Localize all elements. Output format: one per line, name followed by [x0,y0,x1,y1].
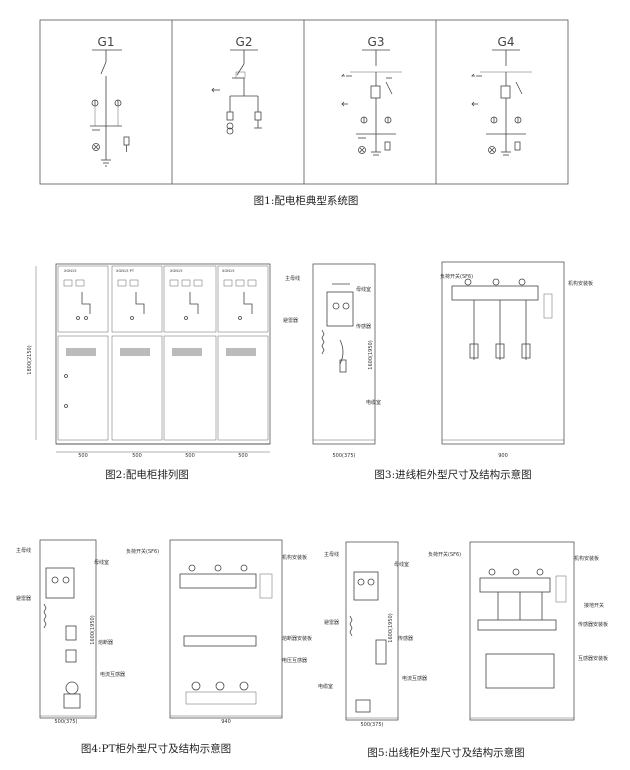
fig4-label-arrester: 避雷器 [16,595,31,602]
figure2-width-dim-2: 500 [132,453,142,459]
fig5-label-load-switch: 负荷开关(SF6) [428,551,461,558]
figure1-caption: 图1:配电柜典型系统图 [254,194,359,207]
figure3-caption: 图3:进线柜外型尺寸及结构示意图 [374,468,531,481]
front-view [441,261,565,445]
side-view [345,541,399,721]
panel-title-1: XGN15 [64,269,77,273]
front-view [469,541,575,721]
g3-schematic [341,49,402,156]
panel-details [63,279,257,408]
figure2-height-dim: 1800(2150) [27,345,33,374]
fig4-front-width-dim: 940 [221,719,231,725]
fig5-height-dim: 1600(1950) [388,613,394,642]
fig4-label-voltage-transformer: 电压互感器 [282,657,307,664]
fig3-side-width-dim: 500(375) [333,453,356,459]
fig4-label-mechanism-plate: 机构安装板 [282,554,307,561]
side-view [39,539,97,719]
panel-label-g4: G4 [498,35,515,49]
fig3-label-bus-room: 母线室 [356,286,371,293]
panel-title-3: XGN15 [170,269,183,273]
fig5-label-cable-room: 电缆室 [318,683,333,690]
fig4-label-load-switch: 负荷开关(SF6) [126,548,159,555]
panel-title-4: XGN15 [222,269,235,273]
figure4-pt-cabinet: 主母线 母线室 避雷器 熔断器 电流互感器 1600(1950) 500(375… [16,539,312,725]
fig3-label-mechanism-plate: 机构安装板 [568,280,593,287]
fig5-label-transformer-plate: 互感器安装板 [578,655,608,662]
fig3-height-dim: 1600(1950) [368,340,374,369]
panel-title-2: XGN15 PT [116,269,135,273]
fig4-label-fuse-plate: 熔断器安装板 [282,635,312,642]
figure4-caption: 图4:PT柜外型尺寸及结构示意图 [81,742,231,755]
g1-schematic [90,49,130,167]
side-view [312,263,376,445]
fig5-label-sensor: 传感器 [398,635,413,642]
fig3-front-width-dim: 900 [498,453,508,459]
panel-label-g3: G3 [368,35,385,49]
figure3-incoming-cabinet: 主母线 母线室 避雷器 传感器 电缆室 1600(1950) 500(375) … [283,261,593,459]
figure2-panel-arrangement: 1800(2150) XGN15 XGN15 PT XGN15 XGN15 [27,263,271,459]
panel-label-g1: G1 [98,35,115,49]
fig4-side-width-dim: 500(375) [55,719,78,725]
switchgear-lineup [55,263,271,445]
fig3-label-cable-room: 电缆室 [366,399,381,406]
fig4-label-fuse: 熔断器 [98,639,113,646]
fig5-label-mechanism-plate: 机构安装板 [574,555,599,562]
fig4-label-main-bus: 主母线 [16,547,31,554]
g2-schematic [211,49,262,135]
fig4-label-bus-room: 母线室 [94,559,109,566]
figure5-caption: 图5:出线柜外型尺寸及结构示意图 [367,746,524,759]
fig5-side-width-dim: 500(375) [361,722,384,728]
fig3-label-main-bus: 主母线 [285,275,300,282]
fig5-label-main-bus: 主母线 [324,551,339,558]
fig4-height-dim: 1600(1950) [90,615,96,644]
fig5-label-sensor-plate: 传感器安装板 [578,621,608,628]
figure5-outgoing-cabinet: 主母线 母线室 避雷器 传感器 电缆室 电流互感器 1600(1950) 500… [318,541,608,728]
g4-schematic [471,49,532,156]
fig5-label-earthing-switch: 接地开关 [584,602,604,609]
front-view [169,539,283,719]
fig3-label-arrester: 避雷器 [283,317,298,324]
panel-label-g2: G2 [236,35,253,49]
figure2-width-dim-4: 500 [238,453,248,459]
fig3-label-sensor: 传感器 [356,323,371,330]
figure2-caption: 图2:配电柜排列图 [105,468,189,481]
fig3-label-load-switch: 负荷开关(SF6) [440,273,473,280]
figure2-width-dim-1: 500 [78,453,88,459]
fig5-label-arrester: 避雷器 [324,619,339,626]
fig4-label-current-transformer: 电流互感器 [100,671,125,678]
figure1-system-diagram: G1 G2 G3 G4 [39,19,569,185]
fig5-label-current-transformer: 电流互感器 [402,675,427,682]
fig5-label-bus-room: 母线室 [394,561,409,568]
figure2-width-dim-3: 500 [185,453,195,459]
